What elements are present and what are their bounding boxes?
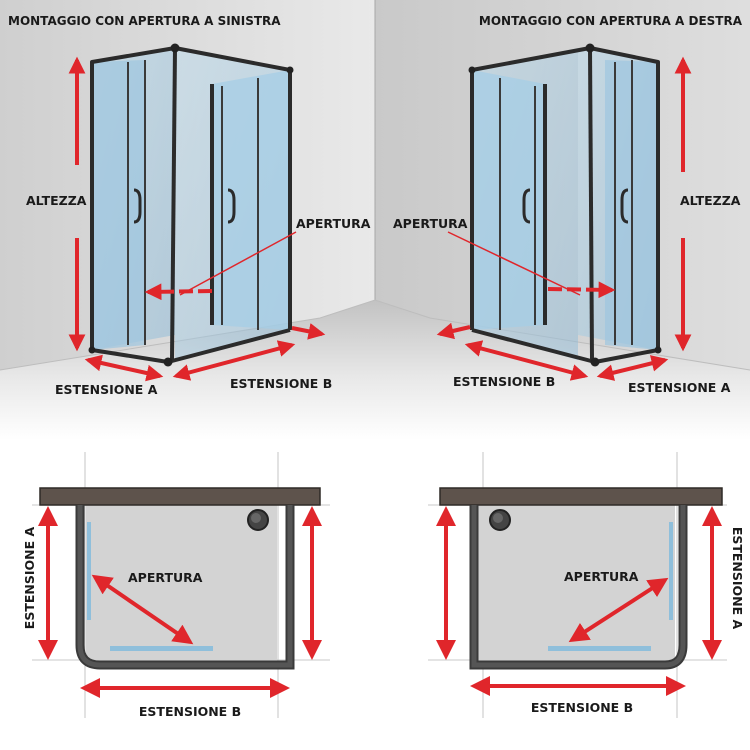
glass-panel-left-side: [87, 522, 91, 620]
shower-left-opening: [88, 43, 294, 367]
extension-a-arrow-left: [84, 354, 164, 382]
extension-b-arrow-right: [464, 340, 589, 381]
opening-pointer-left: [179, 231, 297, 296]
opening-label-bottom-right: APERTURA: [564, 569, 639, 584]
plan-right: [428, 452, 727, 718]
extension-b-label-top-right: ESTENSIONE B: [453, 374, 555, 389]
extension-b-label-bottom-left: ESTENSIONE B: [139, 704, 241, 719]
height-label-left: ALTEZZA: [26, 193, 87, 208]
opening-label-top-left: APERTURA: [296, 216, 371, 231]
extension-a-label-bottom-right: ESTENSIONE A: [730, 527, 745, 630]
opening-label-bottom-left: APERTURA: [128, 570, 203, 585]
extension-a-label-bottom-left: ESTENSIONE A: [22, 526, 37, 629]
top-left-arrows: [68, 56, 326, 382]
side-arrow-left: [291, 323, 326, 340]
extension-a-arrow-right: [596, 355, 669, 381]
opening-label-top-right: APERTURA: [393, 216, 468, 231]
shower-right-opening: [468, 43, 662, 367]
wall-shelf-right: [439, 487, 723, 506]
extension-a-label-top-left: ESTENSIONE A: [55, 382, 158, 397]
extension-b-arrow-left: [172, 340, 296, 381]
extension-b-label-bottom-right: ESTENSIONE B: [531, 700, 633, 715]
extension-b-label-top-left: ESTENSIONE B: [230, 376, 332, 391]
extension-a-label-top-right: ESTENSIONE A: [628, 380, 731, 395]
opening-door-arrow-left: [144, 283, 213, 301]
glass-panel-right-front: [548, 646, 651, 651]
opening-arrow-plan-left: [91, 574, 194, 645]
opening-arrow-plan-right: [568, 577, 669, 643]
height-label-right: ALTEZZA: [680, 193, 741, 208]
glass-panel-left-front: [110, 646, 213, 651]
top-right-arrows: [436, 56, 692, 381]
side-arrow-right: [436, 322, 471, 340]
title-right: MONTAGGIO CON APERTURA A DESTRA: [479, 14, 743, 28]
glass-panel-right-side: [669, 522, 673, 620]
opening-door-arrow-right: [547, 281, 616, 299]
title-left: MONTAGGIO CON APERTURA A SINISTRA: [8, 14, 281, 28]
plan-left: [32, 452, 330, 718]
opening-pointer-right: [447, 231, 581, 296]
wall-shelf-left: [39, 487, 321, 506]
